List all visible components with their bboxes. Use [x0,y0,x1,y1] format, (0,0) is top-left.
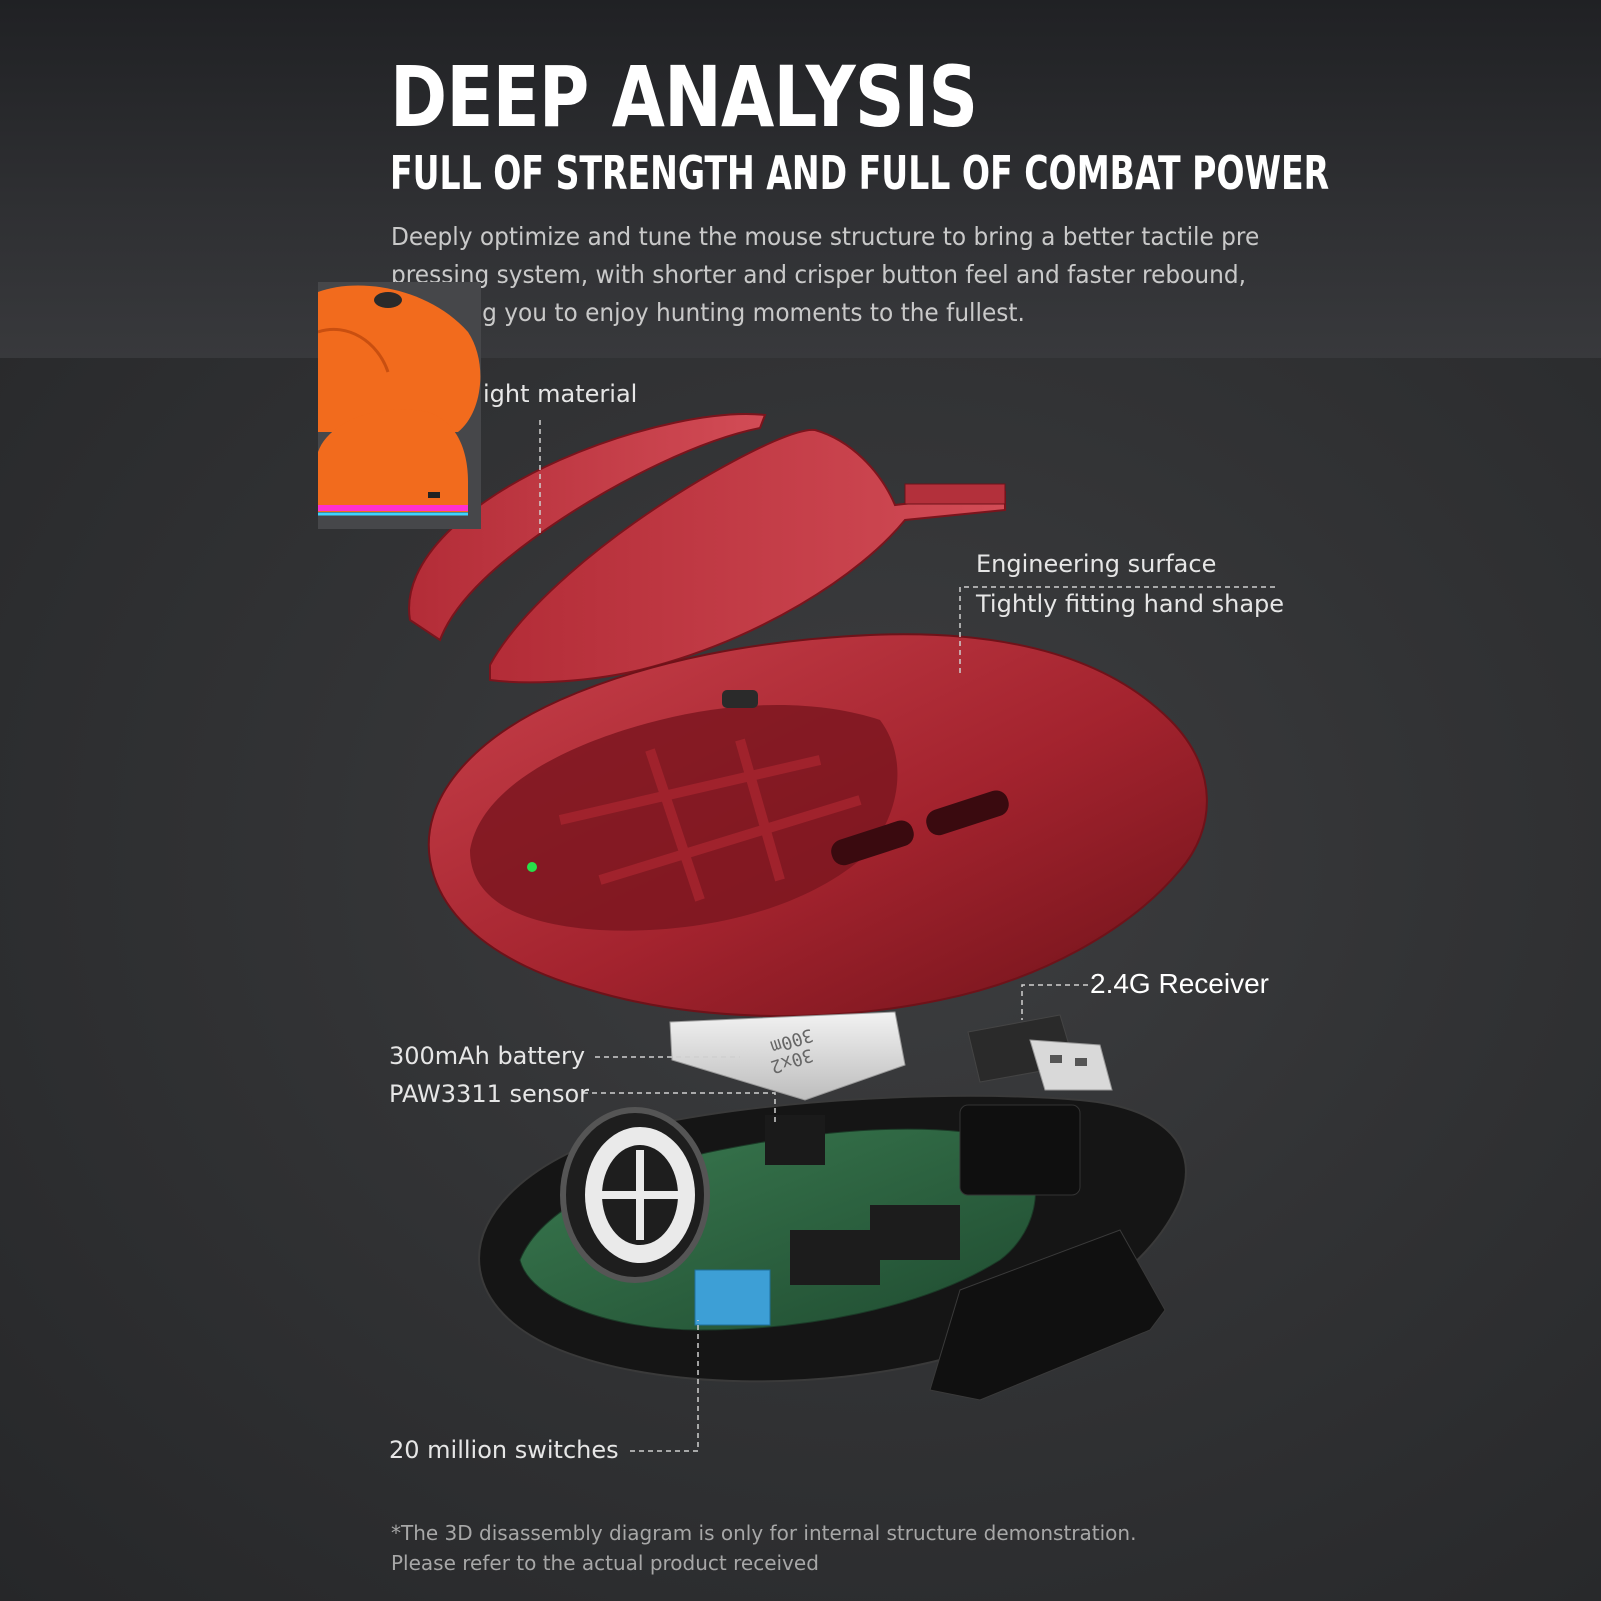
header-band [0,0,1601,358]
top-shell-part [489,428,1006,684]
shell-tab [904,483,1006,505]
vent-slot [926,790,1009,836]
micro-switch [790,1230,880,1285]
status-led [527,862,537,872]
inset-dock [318,409,468,512]
product-inset-photo [318,282,481,529]
battery-connector [959,1104,1081,1196]
disclaimer: *The 3D disassembly diagram is only for … [391,1518,1136,1578]
intro-line: pressing system, with shorter and crispe… [391,260,1247,289]
callout-surface-subtitle: Tightly fitting hand shape [976,590,1285,618]
leader-receiver [1021,984,1088,1020]
intro-paragraph: Deeply optimize and tune the mouse struc… [391,218,1325,332]
scroll-opening [722,690,758,708]
battery-pack: 300m 30x2 [669,1011,906,1101]
callout-switches: 20 million switches [389,1436,619,1464]
callout-material: ight material [483,380,638,408]
subheadline: FULL OF STRENGTH AND FULL OF COMBAT POWE… [390,146,1330,200]
callout-sensor: PAW3311 sensor [389,1080,590,1108]
side-button-bracket [929,1229,1166,1401]
blue-switch [694,1269,771,1326]
callout-battery: 300mAh battery [389,1042,586,1070]
callout-receiver: 2.4G Receiver [1090,968,1269,999]
micro-switch [870,1205,960,1260]
sensor-chip [765,1115,825,1165]
leader-surface [959,586,1275,675]
disclaimer-line: *The 3D disassembly diagram is only for … [391,1521,1137,1545]
inset-mouse [318,285,481,432]
callout-surface-title: Engineering surface [976,550,1217,578]
intro-line: g you to enjoy hunting moments to the fu… [482,298,1025,327]
scroll-wheel [560,1107,710,1283]
intro-line: Deeply optimize and tune the mouse struc… [391,222,1260,251]
leader-lines [539,420,1275,1452]
shell-grid [558,738,862,902]
shell-inner-cutout [470,705,898,931]
leader-switches [630,1320,699,1452]
vent-slot [831,820,914,866]
usb-receiver [967,1014,1113,1091]
leader-sensor [583,1092,776,1125]
disclaimer-line: Please refer to the actual product recei… [391,1551,819,1575]
headline: DEEP ANALYSIS [390,48,978,146]
